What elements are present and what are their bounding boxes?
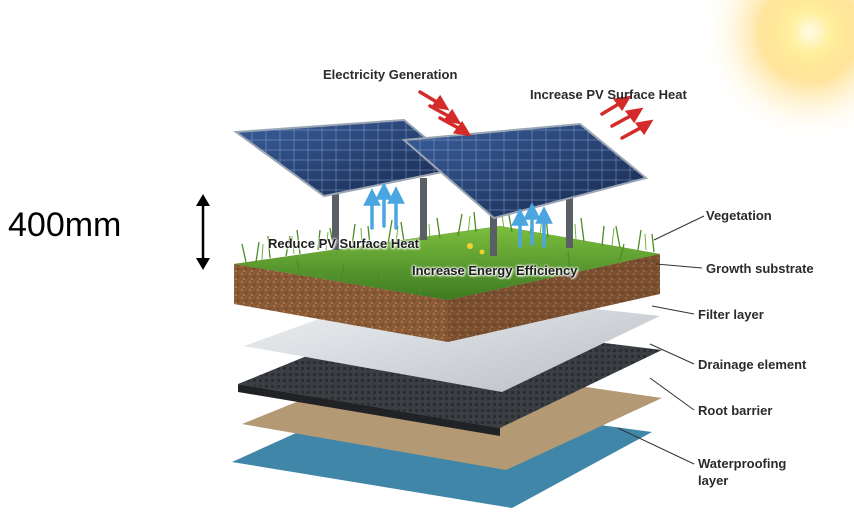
drainage-element-label: Drainage element — [698, 357, 807, 372]
height-dimension-value: 400mm — [8, 206, 122, 244]
root-barrier-label: Root barrier — [698, 403, 773, 418]
solar-panel-icon — [233, 118, 649, 220]
cooling-arrow-icon — [363, 182, 553, 248]
panel-supports — [332, 178, 573, 256]
increase-energy-efficiency-label: Increase Energy Efficiency — [412, 263, 578, 278]
filter-layer-label: Filter layer — [698, 307, 764, 322]
vegetation-layer — [234, 205, 660, 300]
label-leader-lines — [617, 215, 705, 465]
double-arrow-vertical-icon — [196, 194, 210, 270]
reduce-pv-surface-heat-label: Reduce PV Surface Heat — [268, 236, 420, 251]
heat-arrow-icon — [418, 90, 654, 140]
electricity-generation-label: Electricity Generation — [323, 67, 458, 82]
growth-substrate-label: Growth substrate — [706, 261, 814, 276]
vegetation-label: Vegetation — [706, 208, 772, 223]
increase-pv-surface-heat-label: Increase PV Surface Heat — [530, 87, 687, 102]
sun-icon — [700, 0, 854, 142]
waterproofing-layer-label: Waterproofing layer — [698, 456, 787, 488]
